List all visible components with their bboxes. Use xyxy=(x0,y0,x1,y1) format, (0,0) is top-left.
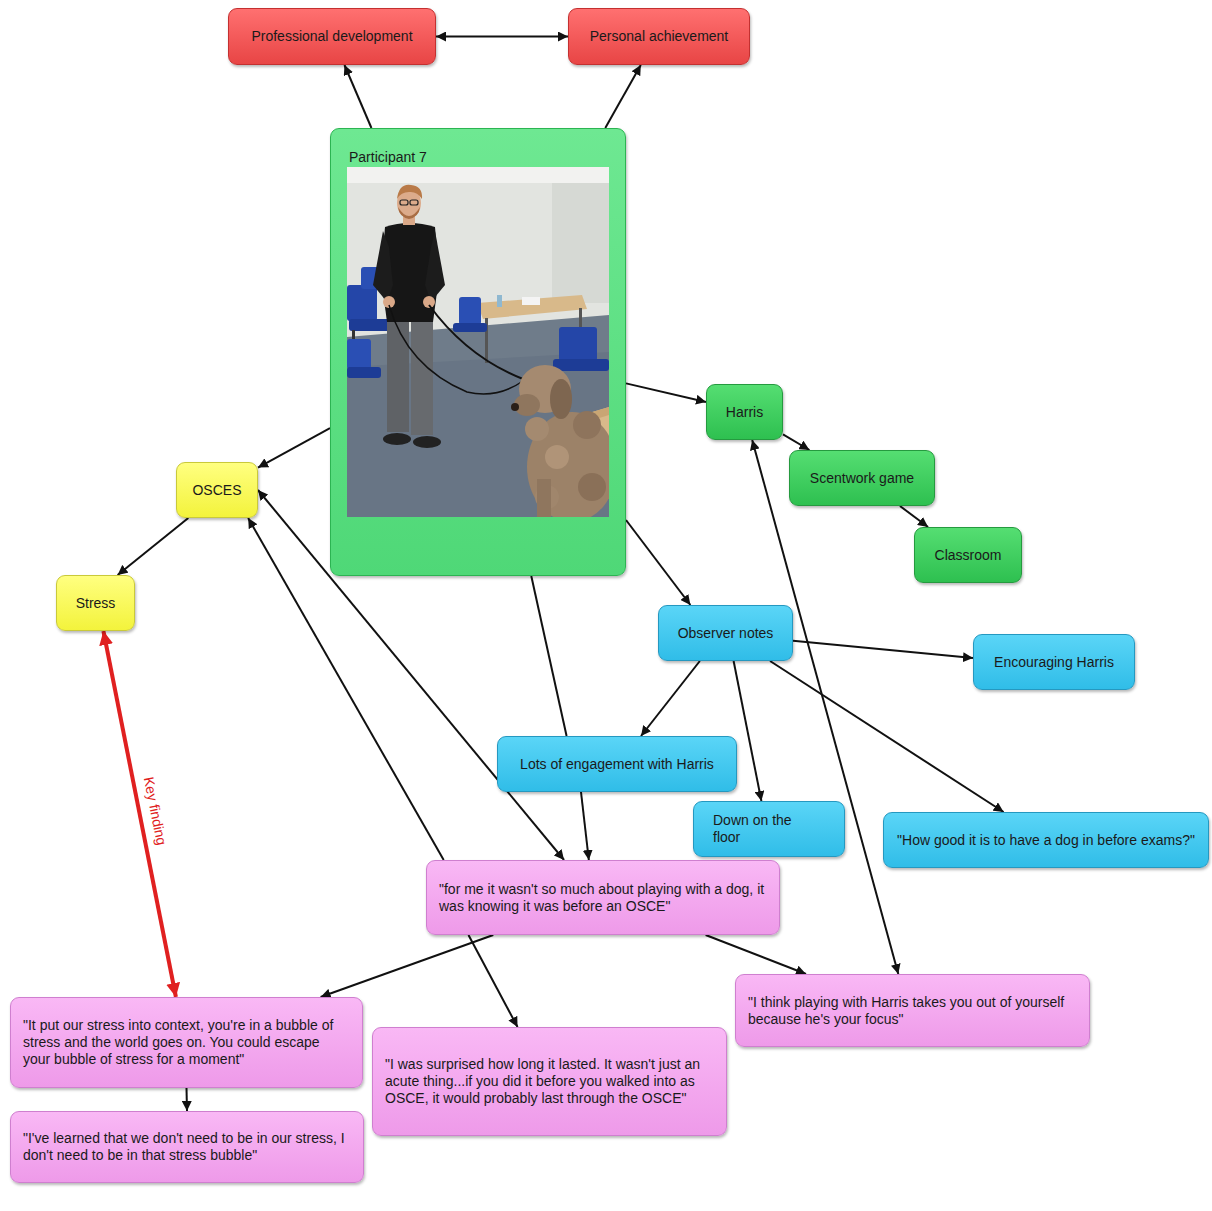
observer-note: Lots of engagement with Harris xyxy=(497,736,737,792)
connector xyxy=(531,576,566,736)
observer-box: Observer notes xyxy=(658,605,793,661)
participant-photo xyxy=(347,167,609,517)
node-text: "I was surprised how long it lasted. It … xyxy=(385,1056,714,1106)
connector xyxy=(706,935,806,974)
connector xyxy=(118,518,189,575)
dog-box: Harris xyxy=(706,384,783,440)
node-text: Participant 7 xyxy=(349,149,607,166)
quote-box: "I was surprised how long it lasted. It … xyxy=(372,1027,727,1136)
observer-note: Down on the floor xyxy=(693,801,845,857)
setting-box: Classroom xyxy=(914,527,1022,583)
node-text: "for me it wasn't so much about playing … xyxy=(439,881,767,915)
connector xyxy=(783,434,809,450)
connector xyxy=(793,641,973,658)
node-text: Down on the floor xyxy=(713,812,794,846)
connector xyxy=(900,506,928,527)
outcome-box: Personal achievement xyxy=(568,8,750,65)
connector xyxy=(734,661,762,801)
quote-box: "It put our stress into context, you're … xyxy=(10,997,363,1088)
node-text: Classroom xyxy=(921,547,1015,564)
node-text: Observer notes xyxy=(665,625,786,642)
connector xyxy=(626,520,690,605)
connector xyxy=(186,1088,189,1111)
theme-box: Stress xyxy=(56,575,135,631)
node-text: Harris xyxy=(713,404,776,421)
node-text: Professional development xyxy=(237,28,427,45)
connector xyxy=(436,36,568,38)
connector xyxy=(626,383,706,402)
node-text: Stress xyxy=(63,595,128,612)
node-text: Scentwork game xyxy=(796,470,928,487)
connector xyxy=(344,65,371,128)
node-text: "I've learned that we don't need to be i… xyxy=(23,1130,351,1164)
quote-box: "I think playing with Harris takes you o… xyxy=(735,974,1090,1047)
node-text: Personal achievement xyxy=(577,28,741,45)
connector xyxy=(581,792,589,860)
quote-box: "I've learned that we don't need to be i… xyxy=(10,1111,364,1183)
quote-box: "for me it wasn't so much about playing … xyxy=(426,860,780,935)
node-text: "How good it is to have a dog in before … xyxy=(890,832,1202,849)
connector xyxy=(641,661,700,736)
participant-card: Participant 7 xyxy=(330,128,626,576)
connector xyxy=(258,428,330,467)
connector xyxy=(770,661,1004,812)
observer-note: Encouraging Harris xyxy=(973,634,1135,690)
connector xyxy=(321,935,494,997)
theme-box: OSCES xyxy=(176,462,258,518)
node-text: "I think playing with Harris takes you o… xyxy=(748,994,1077,1028)
activity-box: Scentwork game xyxy=(789,450,935,506)
node-text: Lots of engagement with Harris xyxy=(504,756,730,773)
outcome-box: Professional development xyxy=(228,8,436,65)
node-text: "It put our stress into context, you're … xyxy=(23,1017,350,1067)
observer-note: "How good it is to have a dog in before … xyxy=(883,812,1209,868)
connector xyxy=(103,631,176,997)
connector xyxy=(468,935,517,1027)
node-text: OSCES xyxy=(183,482,251,499)
connector xyxy=(605,65,641,128)
node-text: Encouraging Harris xyxy=(980,654,1128,671)
